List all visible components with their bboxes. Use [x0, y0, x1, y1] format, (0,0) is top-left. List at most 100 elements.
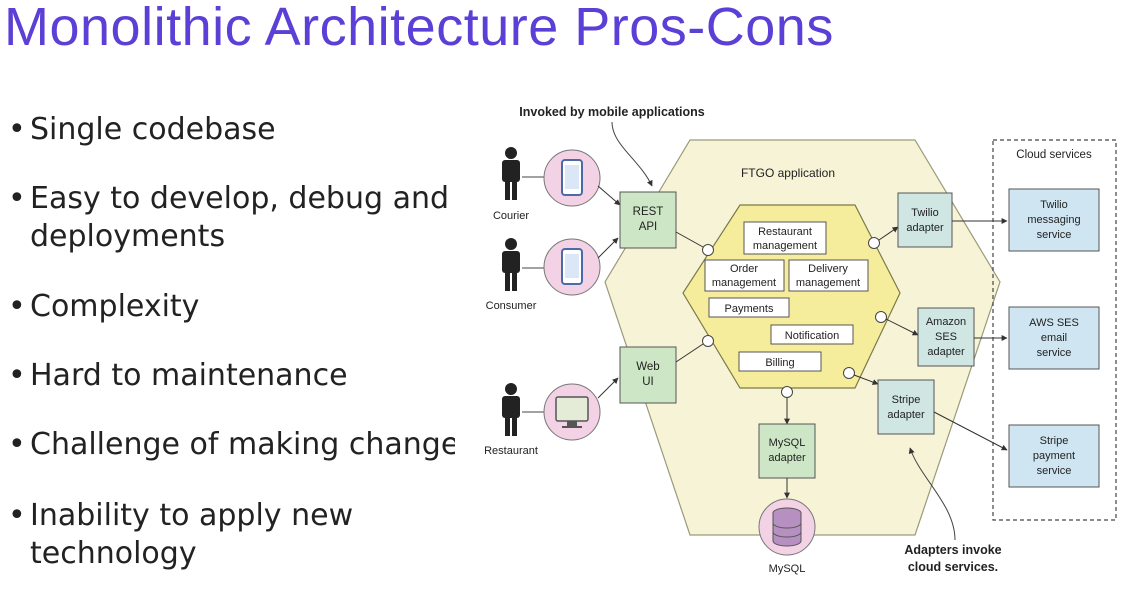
- module-label: management: [753, 240, 817, 252]
- courier-person-icon: [502, 147, 520, 200]
- billing-module: [738, 351, 822, 372]
- notification-module: [770, 324, 854, 345]
- connector-arrow: [597, 237, 619, 259]
- module-label: management: [796, 277, 860, 289]
- twilio-adapter: [897, 192, 953, 248]
- service-label: Twilio: [1040, 199, 1068, 211]
- service-label: service: [1037, 347, 1072, 359]
- payments-module: [708, 297, 790, 318]
- rest-api-label: REST: [633, 206, 664, 218]
- consumer-label: Consumer: [486, 300, 537, 312]
- adapter-label: Amazon: [926, 316, 966, 328]
- adapter-label: adapter: [927, 346, 965, 358]
- connector-arrow: [933, 411, 1008, 451]
- web-ui-label: Web: [636, 361, 659, 373]
- module-label: management: [712, 277, 776, 289]
- module-label: Restaurant: [758, 226, 812, 238]
- module-label: Payments: [725, 303, 774, 315]
- service-label: Stripe: [1040, 435, 1069, 447]
- adapter-label: adapter: [887, 409, 925, 421]
- restaurant-management-module: [743, 221, 827, 255]
- page-title: Monolithic Architecture Pros-Cons: [4, 0, 834, 57]
- module-label: Notification: [785, 330, 839, 342]
- port: [843, 367, 855, 379]
- bullet-text: Hard to maintenance: [30, 358, 348, 393]
- service-label: service: [1037, 229, 1072, 241]
- adapter-label: SES: [935, 331, 957, 343]
- twilio-messaging-service: [1008, 188, 1100, 252]
- consumer-person-icon: [502, 238, 520, 291]
- invoked-note-arrow: [611, 121, 653, 187]
- bullet-text: Easy to develop, debug and deployments: [30, 181, 450, 254]
- adapters-note: cloud services.: [908, 560, 998, 574]
- cloud-services-box: [992, 139, 1117, 521]
- module-label: Billing: [765, 357, 794, 369]
- service-label: AWS SES: [1029, 317, 1079, 329]
- amazon-ses-adapter: [917, 307, 975, 367]
- restaurant-label: Restaurant: [484, 445, 538, 457]
- aws-ses-email-service: [1008, 306, 1100, 370]
- port: [781, 386, 793, 398]
- bullet-text: Challenge of making changes: [30, 427, 455, 462]
- adapter-label: Stripe: [892, 394, 921, 406]
- connector-arrow: [885, 318, 919, 336]
- order-management-module: [704, 259, 785, 292]
- bullet-text: Inability to apply new technology: [30, 498, 354, 571]
- bullet-dot: •: [8, 427, 26, 462]
- stripe-payment-service: [1008, 424, 1100, 488]
- bullet-dot: •: [8, 181, 26, 216]
- port: [702, 335, 714, 347]
- bullet-dot: •: [8, 112, 26, 147]
- bullet-dot: •: [8, 289, 26, 324]
- restaurant-person-icon: [502, 383, 520, 436]
- service-label: messaging: [1027, 214, 1080, 226]
- port: [868, 237, 880, 249]
- connector-line: [675, 343, 704, 363]
- port: [702, 244, 714, 256]
- connector-arrow: [597, 377, 619, 399]
- adapter-label: adapter: [768, 452, 806, 464]
- port: [875, 311, 887, 323]
- mysql-adapter: [758, 423, 816, 479]
- rest-api-box: [619, 191, 677, 249]
- adapter-label: adapter: [906, 222, 944, 234]
- app-label: FTGO application: [741, 166, 835, 180]
- bullet-text: Single codebase: [30, 112, 276, 147]
- service-label: service: [1037, 465, 1072, 477]
- module-label: Order: [730, 263, 758, 275]
- database-icon: [758, 498, 816, 556]
- bullet-item: •Easy to develop, debug and deployments: [8, 180, 449, 256]
- mobile-phone-icon: [543, 238, 601, 296]
- bullet-text: Complexity: [30, 289, 200, 324]
- courier-label: Courier: [493, 210, 529, 222]
- invoked-note: Invoked by mobile applications: [519, 105, 705, 119]
- delivery-management-module: [788, 259, 869, 292]
- mysql-db-label: MySQL: [769, 563, 806, 575]
- rest-api-label: API: [639, 221, 658, 233]
- mobile-phone-icon: [543, 149, 601, 207]
- stripe-adapter: [877, 379, 935, 435]
- bullet-item: •Complexity: [8, 288, 199, 326]
- bullet-list: •Single codebase •Easy to develop, debug…: [0, 0, 455, 591]
- desktop-monitor-icon: [543, 383, 601, 441]
- service-label: payment: [1033, 450, 1075, 462]
- adapter-label: MySQL: [769, 437, 806, 449]
- cloud-label: Cloud services: [1016, 149, 1092, 161]
- bullet-item: •Inability to apply new technology: [8, 497, 353, 573]
- bullet-item: •Challenge of making changes: [8, 426, 455, 464]
- bullet-dot: •: [8, 498, 26, 533]
- service-label: email: [1041, 332, 1067, 344]
- bullet-dot: •: [8, 358, 26, 393]
- adapter-label: Twilio: [911, 207, 939, 219]
- connector-arrow: [878, 226, 899, 241]
- adapters-note-arrow: [908, 447, 956, 541]
- bullet-item: •Hard to maintenance: [8, 357, 348, 395]
- connector-arrow: [853, 374, 879, 385]
- adapters-note: Adapters invoke: [904, 543, 1001, 557]
- connector-arrow: [597, 185, 621, 206]
- connector-line: [675, 231, 704, 248]
- web-ui-label: UI: [642, 376, 654, 388]
- module-label: Delivery: [808, 263, 848, 275]
- web-ui-box: [619, 346, 677, 404]
